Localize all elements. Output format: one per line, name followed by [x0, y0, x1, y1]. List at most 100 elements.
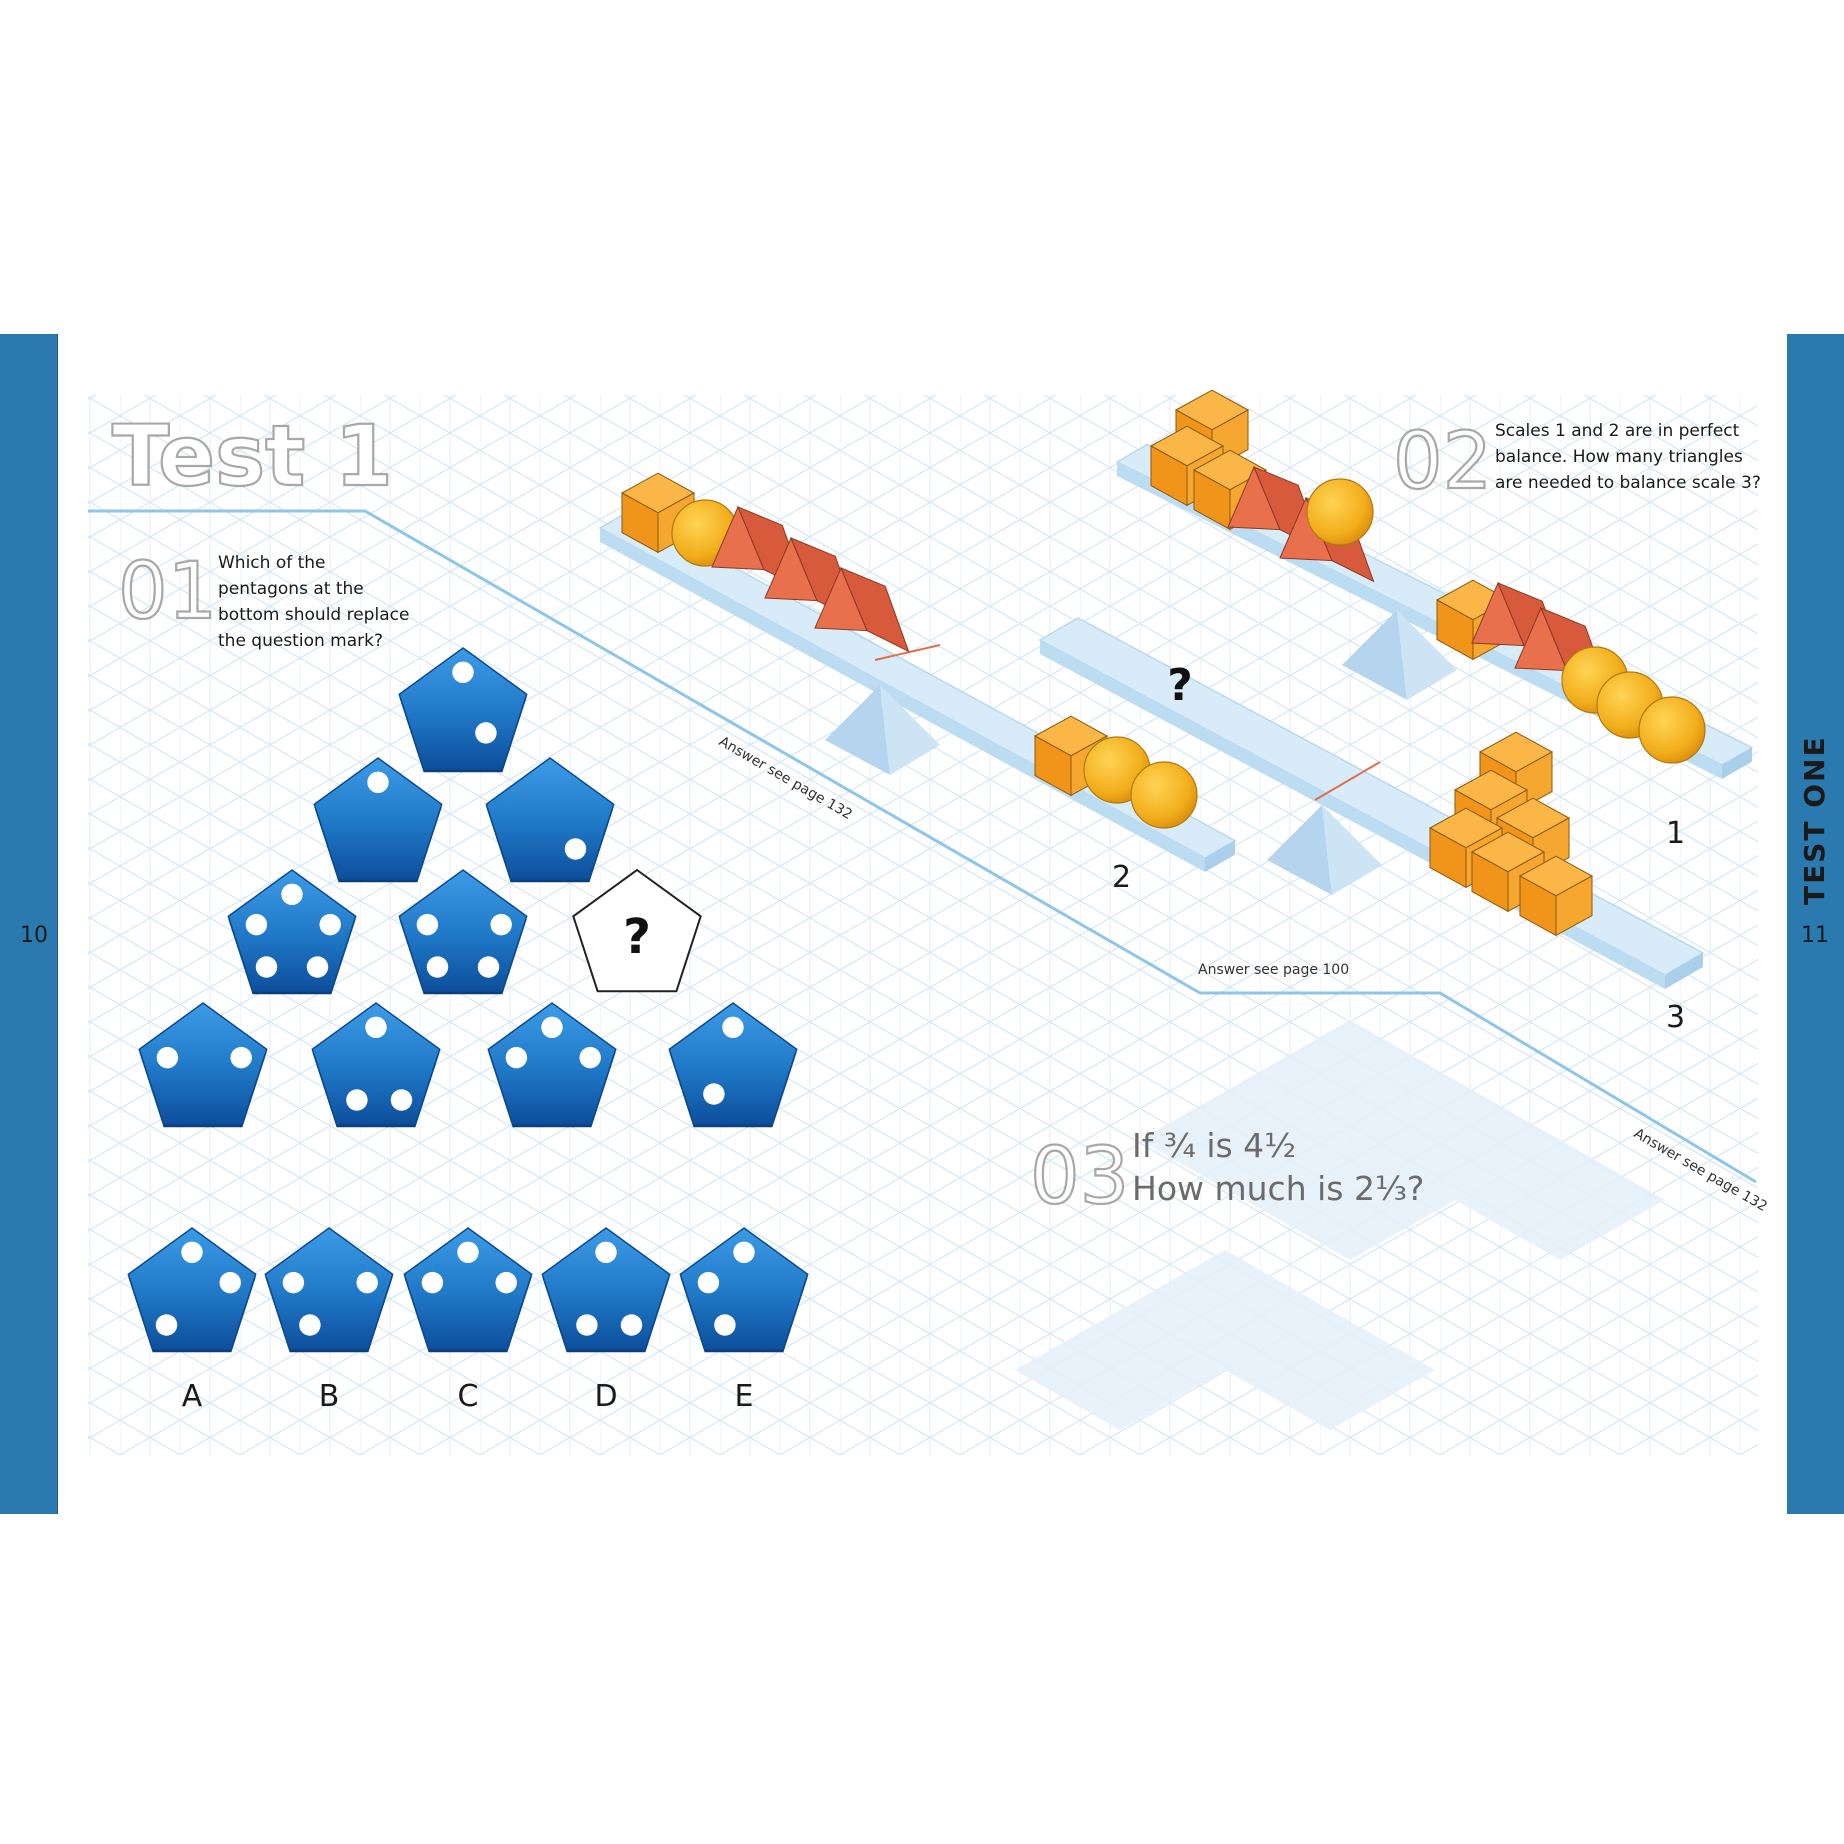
pentagon-dot	[495, 1271, 517, 1294]
q1-question-line: Which of the	[218, 553, 326, 573]
fulcrum-face	[1342, 610, 1407, 700]
q2-question-line: are needed to balance scale 3?	[1495, 473, 1761, 493]
pentagon-dot	[155, 1314, 178, 1336]
pentagon-dot	[319, 913, 341, 936]
beam-end	[1665, 952, 1703, 989]
pentagon-dot	[595, 1241, 617, 1264]
pentagon-dot	[697, 1271, 720, 1294]
ball	[1638, 696, 1706, 764]
pentagon-dot	[367, 771, 389, 794]
option-pentagon-a	[127, 1227, 257, 1353]
grid-pentagon: ?	[572, 868, 702, 993]
grid-pentagon	[487, 1002, 617, 1128]
pentagon-face	[487, 1002, 617, 1125]
pentagon-dot	[426, 956, 449, 978]
q1-question-line: the question mark?	[218, 631, 383, 651]
q2-answer-reference: Answer see page 100	[1198, 962, 1349, 978]
pentagon-dot	[477, 956, 500, 978]
fulcrum-face	[1267, 805, 1332, 895]
option-pentagon-d	[541, 1227, 671, 1353]
option-label-a: A	[182, 1379, 203, 1414]
fulcrum-face	[880, 685, 940, 775]
left-page-band	[0, 334, 57, 1514]
q2-question: Scales 1 and 2 are in perfect balance. H…	[1495, 421, 1761, 493]
pentagon-dot	[564, 838, 587, 860]
right-page-band	[1787, 334, 1844, 1514]
q3-question-line-1: If ¾ is 4½	[1132, 1126, 1296, 1165]
scale-3-fulcrum	[1267, 805, 1382, 895]
pentagon-face	[138, 1002, 268, 1125]
pentagon-dot	[416, 913, 439, 936]
grid-pentagon	[398, 869, 528, 995]
pentagon-dot	[452, 661, 474, 684]
beam-end	[1205, 840, 1235, 872]
pentagon-dot	[714, 1314, 736, 1336]
triangle-prism	[814, 566, 910, 653]
pentagon-dot	[230, 1046, 252, 1069]
option-label-d: D	[594, 1379, 617, 1414]
q2-balance-scales	[598, 389, 1754, 989]
pentagon-dot	[457, 1241, 479, 1264]
pentagon-dot	[703, 1083, 725, 1105]
pentagon-dot	[541, 1016, 563, 1039]
option-label-e: E	[735, 1379, 754, 1414]
pentagon-dot	[576, 1314, 598, 1336]
pentagon-dot	[475, 722, 497, 744]
scale-2-fulcrum	[825, 685, 940, 775]
left-page-number: 10	[20, 923, 48, 948]
pentagon-dot	[346, 1089, 368, 1111]
fulcrum-face	[825, 685, 890, 775]
option-pentagon-e	[679, 1227, 809, 1353]
pentagon-face	[313, 757, 443, 880]
grid-pentagon	[311, 1002, 441, 1128]
grid-pentagon	[138, 1002, 268, 1128]
option-pentagon-b	[264, 1227, 394, 1353]
missing-pentagon-outline	[572, 868, 702, 993]
grid-pentagon	[227, 869, 357, 995]
q1-number: 01	[118, 547, 217, 637]
pentagon-dot	[282, 1271, 305, 1294]
ball	[1130, 761, 1198, 829]
pentagon-dot	[245, 913, 268, 936]
running-head: TEST ONE	[1798, 735, 1831, 905]
pentagon-dot	[390, 1089, 413, 1111]
pentagon-dot	[299, 1314, 321, 1336]
scale-3-cube	[1518, 855, 1594, 937]
right-page-number: 11	[1801, 923, 1829, 948]
q3-question-line-2: How much is 2⅓?	[1132, 1169, 1424, 1208]
section-divider-line	[88, 509, 1757, 1184]
q1-question-line: pentagons at the	[218, 579, 364, 599]
fulcrum-face	[1322, 805, 1382, 895]
q1-answer-options: A B C D E	[127, 1227, 809, 1414]
pentagon-dot	[505, 1046, 528, 1069]
left-page-band-edge	[57, 334, 58, 1514]
pentagon-dot	[365, 1016, 387, 1039]
question-mark: ?	[623, 909, 651, 965]
q2-question-line: Scales 1 and 2 are in perfect	[1495, 421, 1740, 441]
pentagon-dot	[156, 1046, 179, 1069]
cube-right	[1555, 875, 1593, 937]
pentagon-dot	[306, 956, 329, 978]
option-label-b: B	[319, 1379, 340, 1414]
grid-pentagon	[313, 757, 443, 883]
fulcrum-face	[1397, 610, 1457, 700]
q1-pentagon-pyramid: ?	[138, 647, 798, 1128]
pentagon-dot	[722, 1016, 744, 1039]
grid-pentagon	[398, 647, 528, 773]
pentagon-face	[398, 647, 528, 770]
q3-number: 03	[1030, 1132, 1129, 1222]
grid-pentagon	[668, 1002, 798, 1128]
pentagon-face	[403, 1227, 533, 1350]
option-label-c: C	[458, 1379, 479, 1414]
pentagon-dot	[579, 1046, 601, 1069]
scale-1-fulcrum	[1342, 610, 1457, 700]
pentagon-dot	[490, 913, 512, 936]
scale-3-center-mark	[1314, 761, 1381, 801]
pentagon-dot	[255, 956, 278, 978]
pentagon-dot	[733, 1241, 755, 1264]
beam-end	[1722, 747, 1752, 779]
scale-2-center-mark	[874, 644, 941, 661]
scale-label-2: 2	[1112, 860, 1131, 895]
q2-number: 02	[1393, 417, 1492, 507]
